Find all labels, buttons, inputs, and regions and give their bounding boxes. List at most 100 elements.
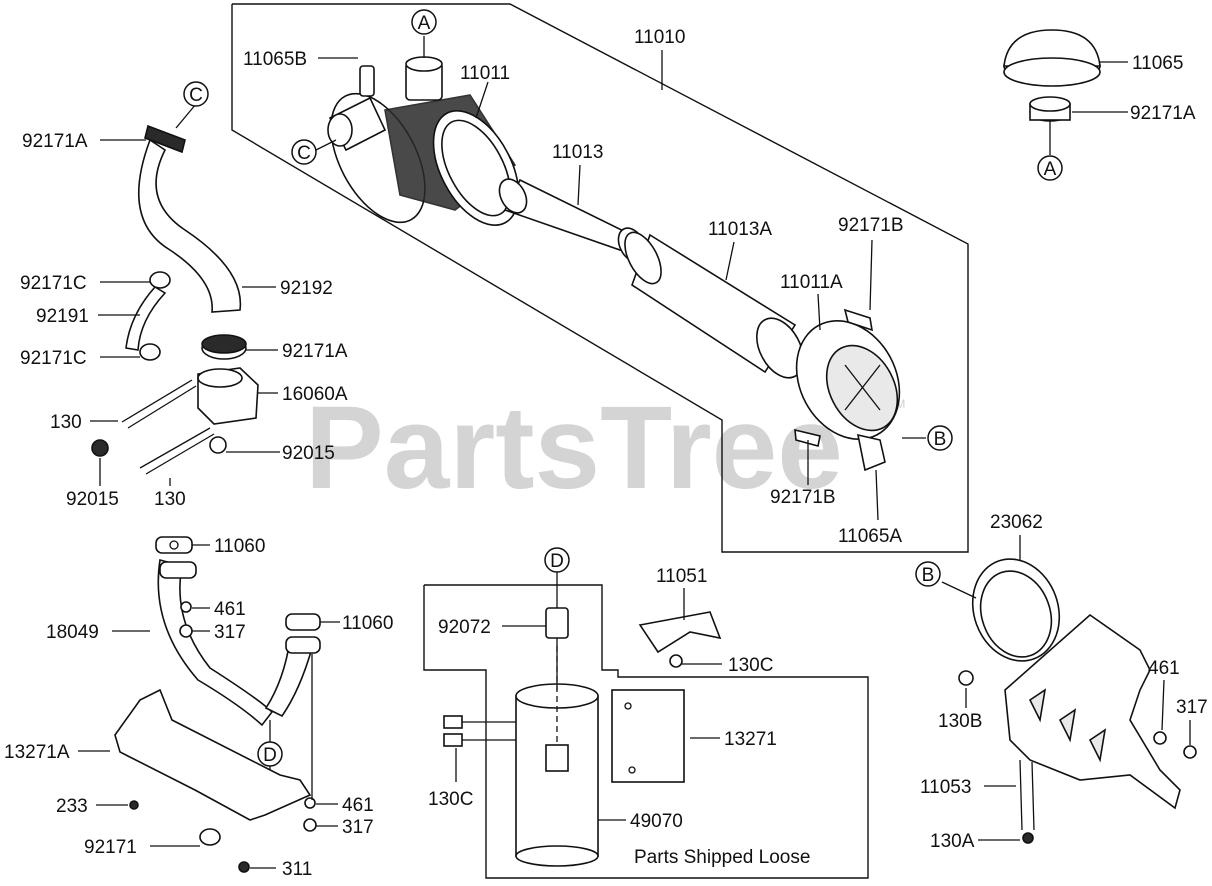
gasket-11060-left — [155, 536, 197, 579]
bolt-130c-top — [669, 654, 683, 668]
part-label-13271a: 13271A — [4, 742, 70, 763]
nut-317-right — [1183, 745, 1197, 759]
part-label-130c-left: 130C — [428, 789, 473, 810]
part-label-18049: 18049 — [46, 622, 99, 643]
washer-461-lower — [304, 797, 316, 809]
part-label-11011: 11011 — [460, 63, 510, 84]
watermark: PartsTree — [305, 382, 843, 514]
part-label-92171c-top: 92171C — [20, 273, 87, 294]
part-label-11013: 11013 — [552, 142, 603, 163]
nut-92015-left — [91, 439, 109, 457]
bolt-130c-left — [443, 715, 516, 747]
air-cleaner-housing-11011 — [327, 56, 520, 226]
callout-a-top: A — [411, 9, 437, 35]
part-label-23062: 23062 — [990, 512, 1043, 533]
svg-text:C: C — [189, 85, 203, 106]
part-label-92191: 92191 — [36, 306, 89, 327]
air-cleaner-group-outline — [231, 3, 969, 553]
part-label-16060a: 16060A — [282, 384, 348, 405]
end-cap-11011a — [795, 320, 901, 472]
clamp-92171a-right — [1029, 96, 1071, 122]
part-label-92171b-top: 92171B — [838, 215, 904, 236]
clamp-92171a-lower — [201, 334, 247, 360]
part-label-130-lower: 130 — [154, 489, 186, 510]
clamp-92171a-hose — [144, 124, 186, 154]
clamp-92171-pipe — [199, 828, 221, 846]
svg-text:D: D — [263, 745, 277, 766]
adapter-16060a — [197, 367, 259, 425]
part-label-233: 233 — [56, 796, 88, 817]
washer-461-right — [1153, 731, 1167, 745]
shipped-loose-group-outline — [423, 584, 869, 879]
part-label-92015-left: 92015 — [66, 489, 119, 510]
part-label-311: 311 — [282, 859, 312, 880]
bracket-13271a — [114, 688, 312, 821]
clamp-92171b-lower — [794, 428, 821, 447]
filter-element-11013a — [624, 231, 804, 379]
cap-11065 — [1003, 29, 1101, 87]
part-label-461-lower: 461 — [342, 795, 374, 816]
svg-text:B: B — [934, 429, 947, 450]
leader-lines — [78, 36, 1191, 869]
part-label-11065: 11065 — [1132, 53, 1183, 74]
part-label-317-lower: 317 — [342, 817, 374, 838]
part-label-11051: 11051 — [656, 566, 707, 587]
callout-c-hose: C — [183, 81, 209, 107]
part-label-11053: 11053 — [920, 777, 971, 798]
svg-text:A: A — [418, 13, 431, 34]
part-label-11065a: 11065A — [838, 526, 902, 547]
part-label-92171: 92171 — [84, 837, 137, 858]
part-label-92192: 92192 — [280, 278, 333, 299]
nut-317-upper — [179, 624, 193, 638]
callout-c-housing: C — [291, 139, 317, 165]
svg-text:D: D — [550, 551, 564, 572]
part-label-130-upper: 130 — [50, 412, 82, 433]
part-label-11013a: 11013A — [708, 219, 772, 240]
small-hose-92191 — [125, 285, 167, 351]
bolt-130-lower — [139, 427, 215, 475]
canister-49070 — [515, 646, 599, 867]
bracket-11051 — [638, 611, 722, 654]
nut-92015-right — [209, 436, 227, 454]
part-label-130c-right: 130C — [728, 655, 773, 676]
hose-92192 — [138, 138, 242, 313]
svg-text:C: C — [297, 143, 311, 164]
part-label-11060-right: 11060 — [342, 613, 393, 634]
bracket-13271 — [611, 689, 685, 783]
part-labels: 11065B 11011 11010 11013 11013A 11011A 9… — [4, 27, 1208, 880]
part-label-461-right: 461 — [1148, 658, 1180, 679]
part-label-92171a-mid: 92171A — [282, 341, 348, 362]
svg-text:A: A — [1044, 159, 1057, 180]
bolt-130a — [1022, 832, 1034, 844]
callout-d-canister: D — [544, 547, 570, 573]
callout-a-right: A — [1037, 155, 1063, 181]
part-label-317-right: 317 — [1176, 697, 1208, 718]
part-label-92171a-top: 92171A — [22, 131, 88, 152]
clamp-92171c-upper — [149, 271, 171, 289]
callout-d-pipe: D — [257, 741, 283, 767]
callout-b-bracket: B — [915, 561, 941, 587]
part-label-130b: 130B — [938, 711, 982, 732]
fitting-92072 — [545, 607, 569, 690]
parts-shipped-loose-note: Parts Shipped Loose — [634, 847, 810, 868]
part-label-92072: 92072 — [438, 617, 491, 638]
gasket-11060-right — [285, 613, 321, 654]
band-23062 — [971, 558, 1061, 662]
part-label-92171c-bottom: 92171C — [20, 348, 87, 369]
part-label-49070: 49070 — [630, 811, 683, 832]
part-label-13271: 13271 — [724, 729, 777, 750]
part-label-11011a: 11011A — [780, 272, 843, 293]
part-label-11060-left: 11060 — [214, 536, 265, 557]
svg-text:B: B — [922, 565, 935, 586]
clamp-92171b-upper — [843, 308, 874, 332]
part-label-92015-right: 92015 — [282, 443, 335, 464]
bracket-11053 — [1004, 613, 1181, 831]
bolt-130-upper — [121, 379, 197, 429]
part-label-11010: 11010 — [634, 27, 685, 48]
part-label-11065b: 11065B — [243, 49, 307, 70]
bolt-233 — [129, 800, 139, 810]
washer-461-upper — [180, 601, 192, 613]
part-label-317-upper: 317 — [214, 622, 246, 643]
